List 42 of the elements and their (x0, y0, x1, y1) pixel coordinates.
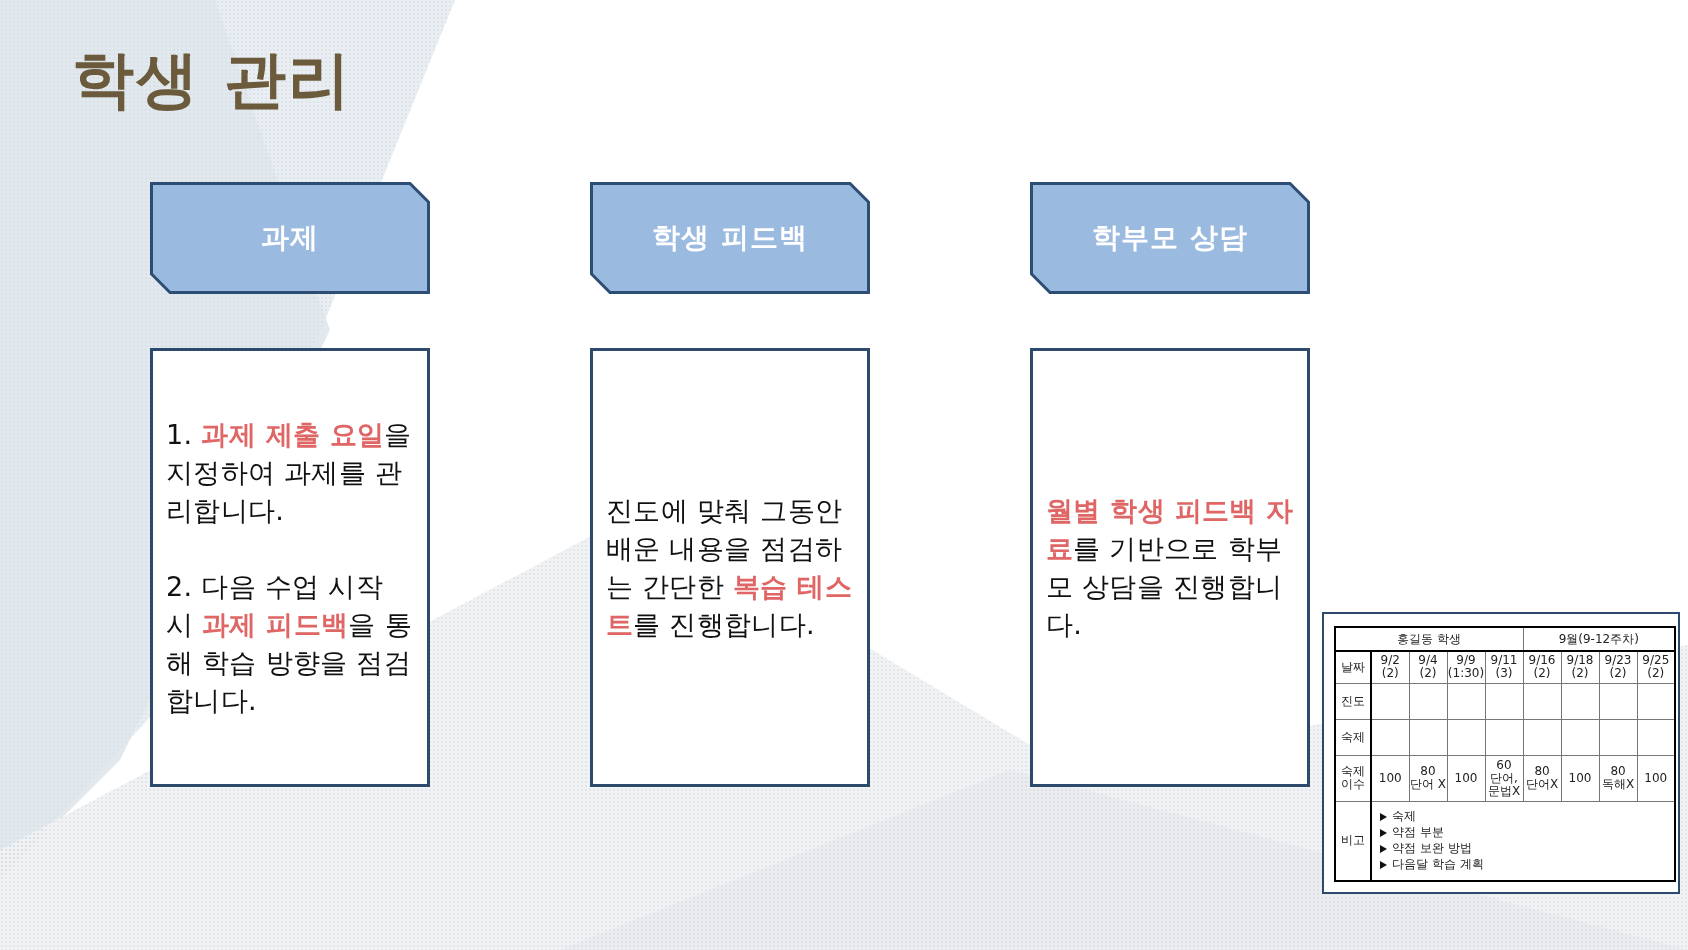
document-thumbnail (1322, 612, 1680, 894)
date-label: 9/16 (2) (1528, 653, 1556, 681)
score-value: 80 단어 X (1409, 764, 1446, 791)
bullet-text: 약점 보완 방법 (1392, 842, 1472, 856)
slide-title: 학생 관리 (72, 42, 352, 118)
row-heading: 비고 (1341, 833, 1365, 848)
date-label: 9/2 (2) (1380, 653, 1400, 681)
header-label: 과제 (261, 220, 319, 256)
header-label: 학부모 상담 (1092, 220, 1248, 256)
bullet-text: 숙제 (1392, 810, 1416, 824)
score-value: 80 독해X (1601, 764, 1635, 791)
date-label: 9/23 (2) (1604, 653, 1632, 681)
score-value: 80 단어X (1525, 764, 1559, 791)
score-value: 60 단어, 문법X (1487, 757, 1521, 798)
date-label: 9/4 (2) (1418, 653, 1438, 681)
body-text: 월별 학생 피드백 자료를 기반으로 학부모 상담을 진행합니다. (1046, 493, 1294, 642)
date-label: 9/25 (2) (1642, 653, 1670, 681)
date-label: 9/18 (2) (1566, 653, 1594, 681)
content-card (590, 348, 870, 787)
date-label: 9/9 (1:30) (1447, 653, 1485, 681)
table-heading: 홍길동 학생 (1397, 631, 1462, 646)
content-card (150, 348, 430, 787)
header-label: 학생 피드백 (652, 220, 808, 256)
score-value: 100 (1568, 770, 1592, 785)
row-heading: 날짜 (1341, 659, 1365, 674)
body-text: 2. 다음 수업 시작 시 과제 피드백을 통해 학습 방향을 점검합니다. (166, 569, 413, 718)
body-text: 진도에 맞춰 그동안 배운 내용을 점검하는 간단한 복습 테스트를 진행합니다. (606, 493, 853, 642)
body-text: 1. 과제 제출 요일을 지정하여 과제를 관리합니다. (166, 417, 413, 528)
row-heading: 숙제 (1341, 729, 1365, 744)
header-tab (150, 182, 430, 294)
score-value: 100 (1378, 770, 1402, 785)
score-value: 100 (1644, 770, 1668, 785)
date-label: 9/11 (3) (1490, 653, 1518, 681)
score-value: 100 (1454, 770, 1478, 785)
row-heading: 진도 (1341, 693, 1365, 708)
row-heading: 숙제 이수 (1341, 764, 1365, 791)
header-tab (590, 182, 870, 294)
content-card (1030, 348, 1310, 787)
table-heading: 9월(9-12주차) (1558, 631, 1639, 646)
bullet-text: 약점 부분 (1392, 826, 1444, 840)
header-tab (1030, 182, 1310, 294)
bullet-text: 다음달 학습 계획 (1392, 858, 1484, 872)
